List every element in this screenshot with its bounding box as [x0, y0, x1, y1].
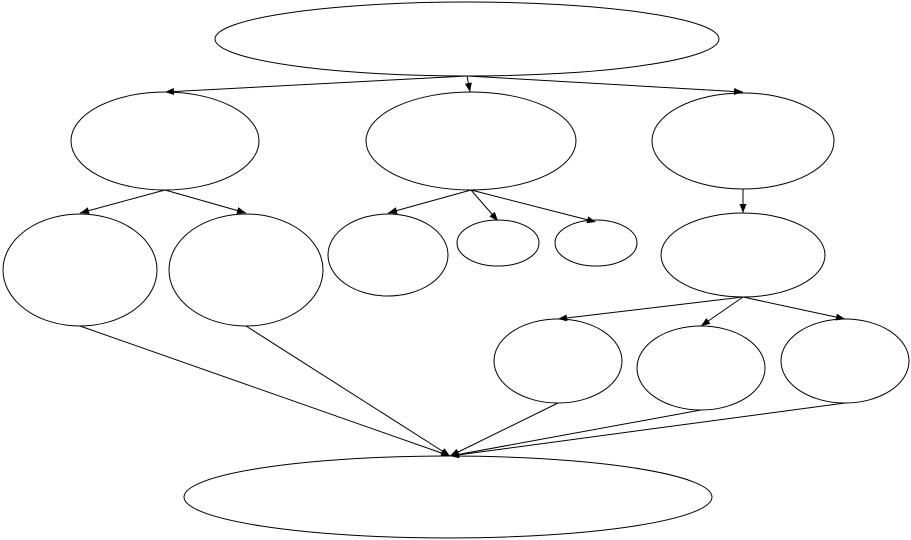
arrowhead-left-branch-to-left-child-2	[236, 207, 246, 214]
node-center-branch	[365, 91, 577, 191]
arrowhead-root-to-left-branch	[165, 88, 175, 96]
edge-left-branch-to-left-child-2	[164, 189, 247, 214]
arrowhead-left-child-2-to-sink	[440, 448, 450, 456]
node-left-branch	[70, 91, 260, 191]
node-center-child-2	[456, 219, 540, 267]
node-left-child-1	[2, 213, 158, 327]
node-center-child-1	[327, 213, 449, 297]
edge-right-child-to-right-grandchild-3	[742, 296, 846, 320]
node-right-grandchild-2	[636, 325, 766, 411]
edge-center-branch-to-center-child-3	[470, 189, 597, 223]
node-ellipse-sink	[183, 455, 713, 539]
edge-right-grandchild-3-to-sink	[449, 402, 846, 457]
node-ellipse-right-grandchild-1	[493, 318, 623, 404]
arrowhead-center-branch-to-center-child-1	[388, 207, 398, 214]
node-right-branch	[651, 92, 835, 190]
edge-center-branch-to-center-child-1	[387, 189, 472, 214]
node-ellipse-right-grandchild-2	[636, 325, 766, 411]
node-ellipse-center-child-3	[554, 219, 638, 267]
node-center-child-3	[554, 219, 638, 267]
arrowhead-root-to-right-branch	[733, 87, 743, 95]
node-ellipse-left-child-2	[168, 213, 324, 327]
node-ellipse-center-child-2	[456, 219, 540, 267]
arrowheads-layer	[80, 82, 845, 459]
arrowhead-left-branch-to-left-child-1	[80, 207, 90, 215]
arrowhead-right-child-to-right-grandchild-1	[558, 314, 568, 322]
arrowhead-right-branch-to-right-child	[739, 204, 747, 213]
arrowhead-root-to-center-branch	[464, 82, 472, 92]
node-ellipse-right-branch	[651, 92, 835, 190]
edge-left-child-1-to-sink	[79, 325, 451, 457]
node-ellipse-right-child	[660, 212, 826, 298]
arrowhead-right-child-to-right-grandchild-2	[701, 318, 711, 326]
node-ellipse-left-child-1	[2, 213, 158, 327]
arrowhead-right-grandchild-3-to-sink	[450, 451, 460, 459]
edge-left-branch-to-left-child-1	[79, 189, 166, 214]
node-left-child-2	[168, 213, 324, 327]
node-sink	[183, 455, 713, 539]
node-right-grandchild-3	[780, 318, 910, 404]
node-ellipse-center-child-1	[327, 213, 449, 297]
node-ellipse-left-branch	[70, 91, 260, 191]
edge-right-child-to-right-grandchild-1	[557, 296, 744, 320]
edge-right-grandchild-1-to-sink	[449, 402, 559, 457]
arrowhead-center-branch-to-center-child-2	[489, 211, 498, 221]
node-ellipse-right-grandchild-3	[780, 318, 910, 404]
node-ellipse-root	[214, 1, 720, 77]
edge-root-to-right-branch	[466, 75, 744, 93]
node-right-child	[660, 212, 826, 298]
arrowhead-right-child-to-right-grandchild-3	[835, 313, 845, 321]
node-root	[214, 1, 720, 77]
node-right-grandchild-1	[493, 318, 623, 404]
arrowhead-center-branch-to-center-child-3	[586, 216, 596, 224]
edges-layer	[79, 75, 846, 457]
edge-right-grandchild-2-to-sink	[449, 409, 702, 457]
edge-root-to-left-branch	[164, 75, 468, 93]
node-ellipse-center-branch	[365, 91, 577, 191]
edge-left-child-2-to-sink	[245, 325, 451, 457]
